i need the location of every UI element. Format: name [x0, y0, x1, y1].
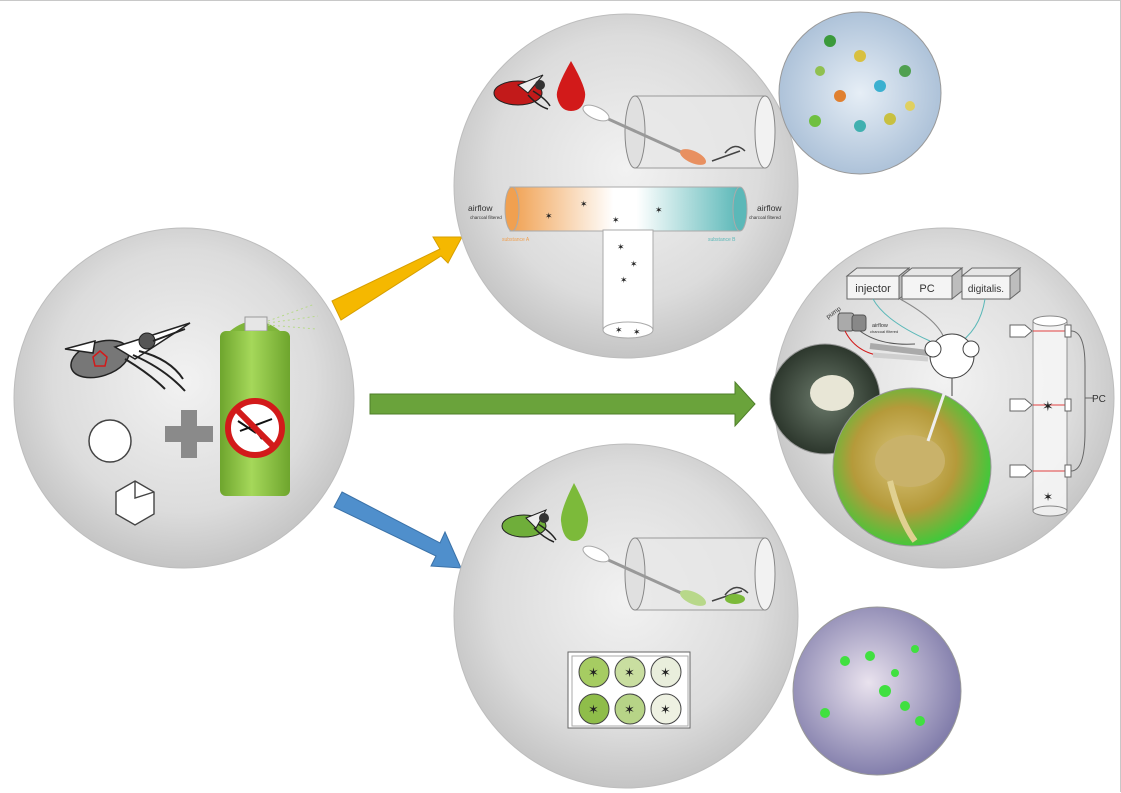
mosquito-icon	[64, 322, 191, 392]
svg-text:✶: ✶	[660, 665, 671, 680]
mosquito-head-icon	[924, 333, 980, 396]
svg-text:✶: ✶	[617, 242, 625, 252]
svg-text:✶: ✶	[1043, 490, 1053, 504]
svg-text:✶: ✶	[588, 702, 599, 717]
droplet-icon	[556, 61, 586, 111]
plus-icon	[165, 410, 213, 458]
pump-assembly: pump airflow charcoal filtered	[825, 298, 986, 362]
airflow-label: airflow	[872, 323, 888, 329]
circle-icon	[88, 419, 132, 463]
green-photo	[832, 387, 992, 547]
top-panel: ✶✶✶ ✶✶✶ ✶✶✶ airflow charcoal filtered ai…	[453, 13, 799, 359]
svg-text:✶: ✶	[624, 665, 635, 680]
feeding-tube	[582, 95, 776, 169]
svg-text:✶: ✶	[612, 215, 620, 225]
activity-tube: PC ✶ ✶	[1009, 315, 1106, 517]
mosquito-icon	[493, 74, 551, 110]
prohibition-icon	[225, 398, 285, 458]
icosahedron-icon	[115, 480, 155, 526]
fluorescent-mosquitoes	[820, 645, 925, 726]
svg-text:✶: ✶	[1042, 398, 1054, 414]
bottom-right-photo	[792, 606, 962, 776]
svg-text:✶: ✶	[655, 205, 663, 215]
right-panel: injector PC digitalis. pump airflow char…	[769, 227, 1115, 569]
digitalis-box: digitalis.	[960, 266, 1022, 301]
svg-text:✶: ✶	[588, 665, 599, 680]
svg-text:✶: ✶	[580, 199, 588, 209]
pc-box: PC	[900, 266, 964, 301]
bottom-panel: ✶ ✶ ✶ ✶ ✶ ✶	[453, 443, 799, 789]
arrow-middle	[369, 380, 756, 428]
t-maze-right-sub: charcoal filtered	[749, 215, 781, 220]
airflow-sub: charcoal filtered	[870, 329, 898, 334]
pc-side-label: PC	[1092, 394, 1106, 405]
svg-text:✶: ✶	[615, 325, 623, 335]
t-maze-left-sub: charcoal filtered	[470, 215, 502, 220]
instrument-boxes: injector PC digitalis.	[845, 266, 1022, 301]
feeding-tube	[582, 537, 776, 611]
svg-text:✶: ✶	[660, 702, 671, 717]
digitalis-label: digitalis.	[968, 284, 1004, 295]
svg-text:✶: ✶	[630, 259, 638, 269]
t-maze-left-label: airflow	[468, 203, 493, 213]
substance-a-label: substance A	[502, 237, 530, 243]
droplet-icon	[560, 483, 589, 541]
svg-text:✶: ✶	[633, 327, 641, 337]
arrow-bottom	[333, 491, 462, 569]
well-plate: ✶ ✶ ✶ ✶ ✶ ✶	[567, 651, 691, 729]
substance-b-label: substance B	[708, 237, 736, 243]
left-panel	[13, 227, 355, 569]
mosquito-cluster	[809, 35, 915, 132]
svg-text:✶: ✶	[545, 211, 553, 221]
left-disc	[13, 227, 355, 569]
virus-mark-icon	[92, 350, 108, 367]
t-maze-right-label: airflow	[757, 203, 782, 213]
t-maze: ✶✶✶ ✶✶✶ ✶✶✶ airflow charcoal filtered ai…	[468, 186, 782, 339]
insecticide-spray-icon	[220, 303, 319, 496]
pc-label: PC	[919, 283, 934, 295]
top-right-photo	[778, 11, 942, 175]
bottom-disc	[453, 443, 799, 789]
injector-label: injector	[855, 283, 891, 295]
injector-box: injector	[845, 266, 911, 301]
svg-text:✶: ✶	[620, 275, 628, 285]
arrow-top	[331, 236, 463, 321]
mosquito-icon	[501, 509, 557, 543]
svg-text:✶: ✶	[624, 702, 635, 717]
